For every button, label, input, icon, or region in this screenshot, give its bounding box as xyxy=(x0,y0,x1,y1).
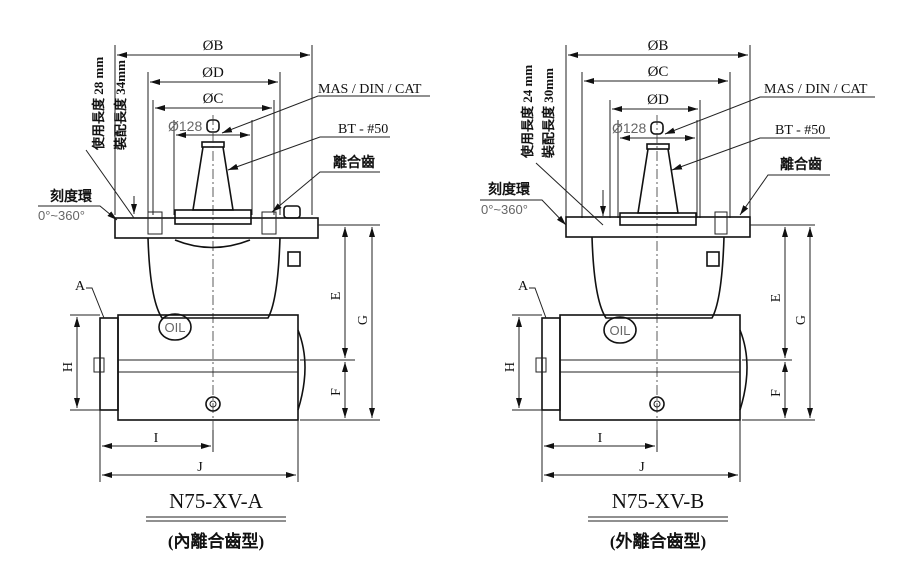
dim-label-j: J xyxy=(639,460,645,475)
use-length-label: 使用長度 24 mm xyxy=(520,65,535,159)
drawing-n75-xv-a: ØB ØD ØC Ø128 OIL xyxy=(38,38,430,551)
use-length-label: 使用長度 28 mm xyxy=(91,57,106,151)
model-title: N75-XV-B xyxy=(612,489,705,513)
model-type: (外離合齒型) xyxy=(610,531,706,551)
dim-label-f: F xyxy=(329,388,344,396)
model-type: (內離合齒型) xyxy=(168,531,264,551)
dim-label-128: Ø128 xyxy=(612,120,646,136)
dim-label-g: G xyxy=(794,315,809,325)
dim-label-i: I xyxy=(154,431,159,446)
dim-label-h: H xyxy=(61,362,76,372)
callout-bt: BT - #50 xyxy=(775,123,825,138)
callout-ring-range: 0°~360° xyxy=(38,208,85,223)
dim-label-d: ØD xyxy=(647,92,669,108)
dim-label-e: E xyxy=(329,292,344,301)
callout-holder: MAS / DIN / CAT xyxy=(318,82,422,97)
oil-label: OIL xyxy=(610,323,631,338)
dim-label-g: G xyxy=(356,315,371,325)
dim-label-b: ØB xyxy=(648,38,669,54)
callout-ring: 刻度環 xyxy=(50,188,93,205)
label-a: A xyxy=(518,279,529,294)
dim-label-b: ØB xyxy=(203,38,224,54)
assembly-length-label: 裝配長度 34mm xyxy=(113,60,128,151)
dim-label-j: J xyxy=(197,460,203,475)
oil-label: OIL xyxy=(165,320,186,335)
callout-ring-range: 0°~360° xyxy=(481,202,528,217)
dim-label-i: I xyxy=(598,431,603,446)
drawing-n75-xv-b: ØB ØC ØD Ø128 OIL E F G H xyxy=(480,38,875,551)
dim-label-c: ØC xyxy=(648,64,669,80)
dim-label-d: ØD xyxy=(202,65,224,81)
dim-label-f: F xyxy=(769,389,784,397)
callout-clutch: 離合齒 xyxy=(333,154,375,171)
assembly-length-label: 裝配長度 30mm xyxy=(541,68,556,159)
dim-label-c: ØC xyxy=(203,91,224,107)
model-title: N75-XV-A xyxy=(169,489,264,513)
dim-label-e: E xyxy=(769,294,784,303)
label-a: A xyxy=(75,279,86,294)
callout-ring: 刻度環 xyxy=(488,181,531,198)
callout-bt: BT - #50 xyxy=(338,122,388,137)
callout-holder: MAS / DIN / CAT xyxy=(764,82,868,97)
dim-label-h: H xyxy=(503,362,518,372)
dim-label-128: Ø128 xyxy=(168,118,202,134)
callout-clutch: 離合齒 xyxy=(780,156,822,173)
